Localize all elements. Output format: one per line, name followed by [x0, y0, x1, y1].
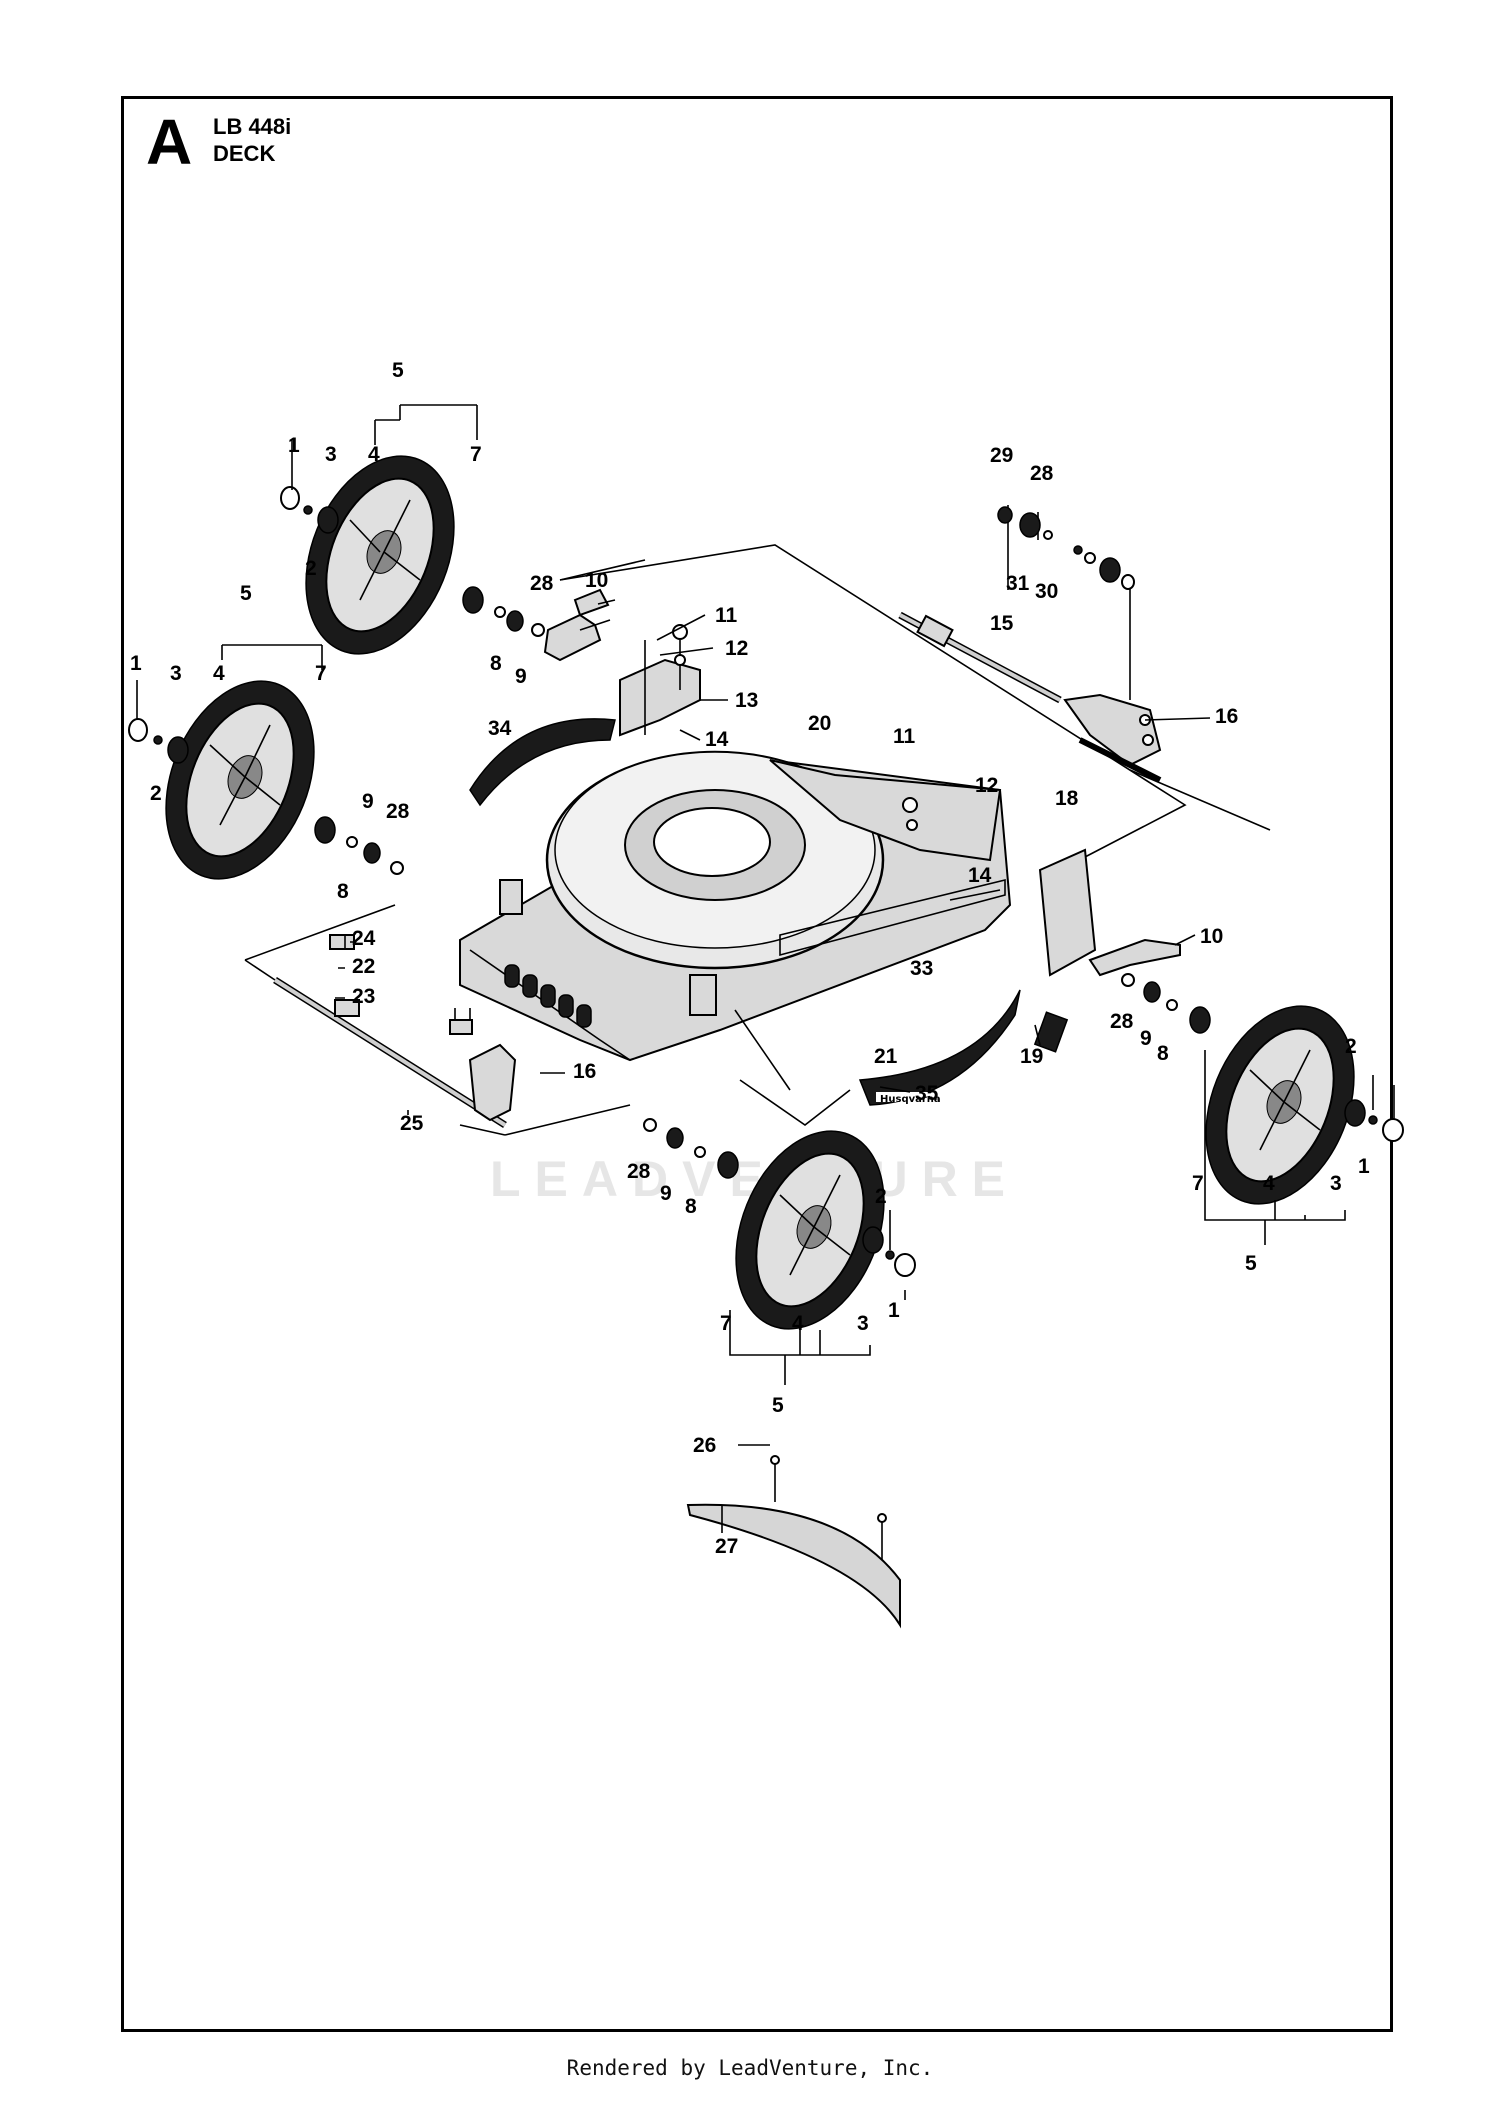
wheel-left	[128, 644, 404, 880]
callout-4: 4	[368, 443, 380, 466]
callout-5-d: 5	[772, 1394, 784, 1417]
callout-21: 21	[874, 1045, 898, 1068]
assembly-guide-lines	[244, 544, 1271, 1136]
callout-15: 15	[990, 612, 1014, 635]
callout-8-d: 8	[685, 1195, 697, 1218]
section-letter: A	[146, 106, 193, 178]
callout-10-b: 10	[1200, 925, 1223, 948]
exploded-parts-diagram: Husqvarna 5 1 3 4 7 2 28 10 8 9 11 12 13…	[128, 359, 1404, 1629]
callout-23: 23	[352, 985, 375, 1008]
callout-11: 11	[715, 604, 738, 627]
callout-4-b: 4	[213, 662, 225, 685]
callout-33: 33	[910, 957, 933, 980]
callout-16: 16	[1215, 705, 1238, 728]
rear-flap	[686, 1455, 901, 1629]
callout-35: 35	[915, 1082, 939, 1105]
callout-3-c: 3	[1330, 1172, 1342, 1195]
callout-7: 7	[470, 443, 482, 466]
callout-14: 14	[705, 728, 729, 751]
callout-2-c: 2	[1345, 1035, 1357, 1058]
callout-5: 5	[392, 359, 404, 382]
callout-25: 25	[400, 1112, 424, 1135]
callout-3-b: 3	[170, 662, 182, 685]
wheel-bottom	[643, 1118, 916, 1385]
callout-28-d: 28	[627, 1160, 651, 1183]
callout-5-c: 5	[1245, 1252, 1257, 1275]
callout-2-d: 2	[875, 1185, 887, 1208]
callout-19: 19	[1020, 1045, 1043, 1068]
callout-1-b: 1	[130, 652, 142, 675]
mower-deck	[459, 750, 1012, 1062]
callout-4-c: 4	[1263, 1172, 1275, 1195]
callout-12: 12	[725, 637, 748, 660]
callout-31: 30	[1035, 580, 1058, 603]
deck-roller-bumps	[504, 964, 592, 1028]
callout-9-b: 9	[362, 790, 374, 813]
callout-1-c: 1	[1358, 1155, 1370, 1178]
brackets	[543, 588, 1181, 1053]
callout-29: 28	[1030, 462, 1054, 485]
callout-28-c: 28	[1110, 1010, 1134, 1033]
callout-9-c: 9	[1140, 1027, 1152, 1050]
callout-28-b: 28	[386, 800, 410, 823]
callout-27: 27	[715, 1535, 738, 1558]
callout-32: 31	[1006, 572, 1030, 595]
callout-10: 10	[585, 569, 608, 592]
leader-lines	[335, 599, 1211, 1533]
callout-9-d: 9	[660, 1182, 672, 1205]
callout-12-b: 12	[975, 774, 998, 797]
callout-13: 13	[735, 689, 758, 712]
callout-7-c: 7	[1192, 1172, 1204, 1195]
callout-30: 29	[990, 444, 1013, 467]
callout-1: 1	[288, 434, 300, 457]
callout-8: 8	[490, 652, 502, 675]
callout-4-d: 4	[792, 1312, 804, 1335]
callout-9: 9	[515, 665, 527, 688]
callout-16-b: 16	[573, 1060, 596, 1083]
brand-logo: Husqvarna	[880, 1094, 941, 1105]
callout-3-d: 3	[857, 1312, 869, 1335]
watermark: LEADVENTURE	[490, 1151, 1020, 1207]
callout-18: 18	[1055, 787, 1079, 810]
diagram-frame	[121, 96, 1393, 2032]
callout-7-d: 7	[720, 1312, 732, 1335]
callout-8-c: 8	[1157, 1042, 1169, 1065]
callout-24: 24	[352, 927, 376, 950]
callout-20: 20	[808, 712, 831, 735]
callout-11-b: 11	[893, 725, 916, 748]
side-skirts: Husqvarna	[469, 718, 1021, 1106]
callout-3: 3	[325, 443, 337, 466]
rear-axle-assembly	[898, 505, 1162, 783]
callout-7-b: 7	[315, 662, 327, 685]
model-title: LB 448i	[213, 114, 292, 139]
callout-labels: 5 1 3 4 7 2 28 10 8 9 11 12 13 14 5 1 3 …	[130, 359, 1370, 1558]
callout-28: 28	[530, 572, 554, 595]
callout-34: 34	[488, 717, 512, 740]
callout-1-d: 1	[888, 1299, 900, 1322]
callout-22: 22	[352, 955, 375, 978]
wheel-top-left	[280, 404, 545, 655]
callout-5-b: 5	[240, 582, 252, 605]
render-credit: Rendered by LeadVenture, Inc.	[566, 2056, 934, 2080]
callout-2-b: 2	[150, 782, 162, 805]
assembly-title: DECK	[213, 141, 276, 166]
front-axle-assembly	[273, 934, 517, 1128]
callout-2: 2	[305, 557, 317, 580]
callout-8-b: 8	[337, 880, 349, 903]
callout-14-b: 14	[968, 864, 992, 887]
callout-26: 26	[693, 1434, 716, 1457]
wheel-right	[1121, 973, 1404, 1245]
